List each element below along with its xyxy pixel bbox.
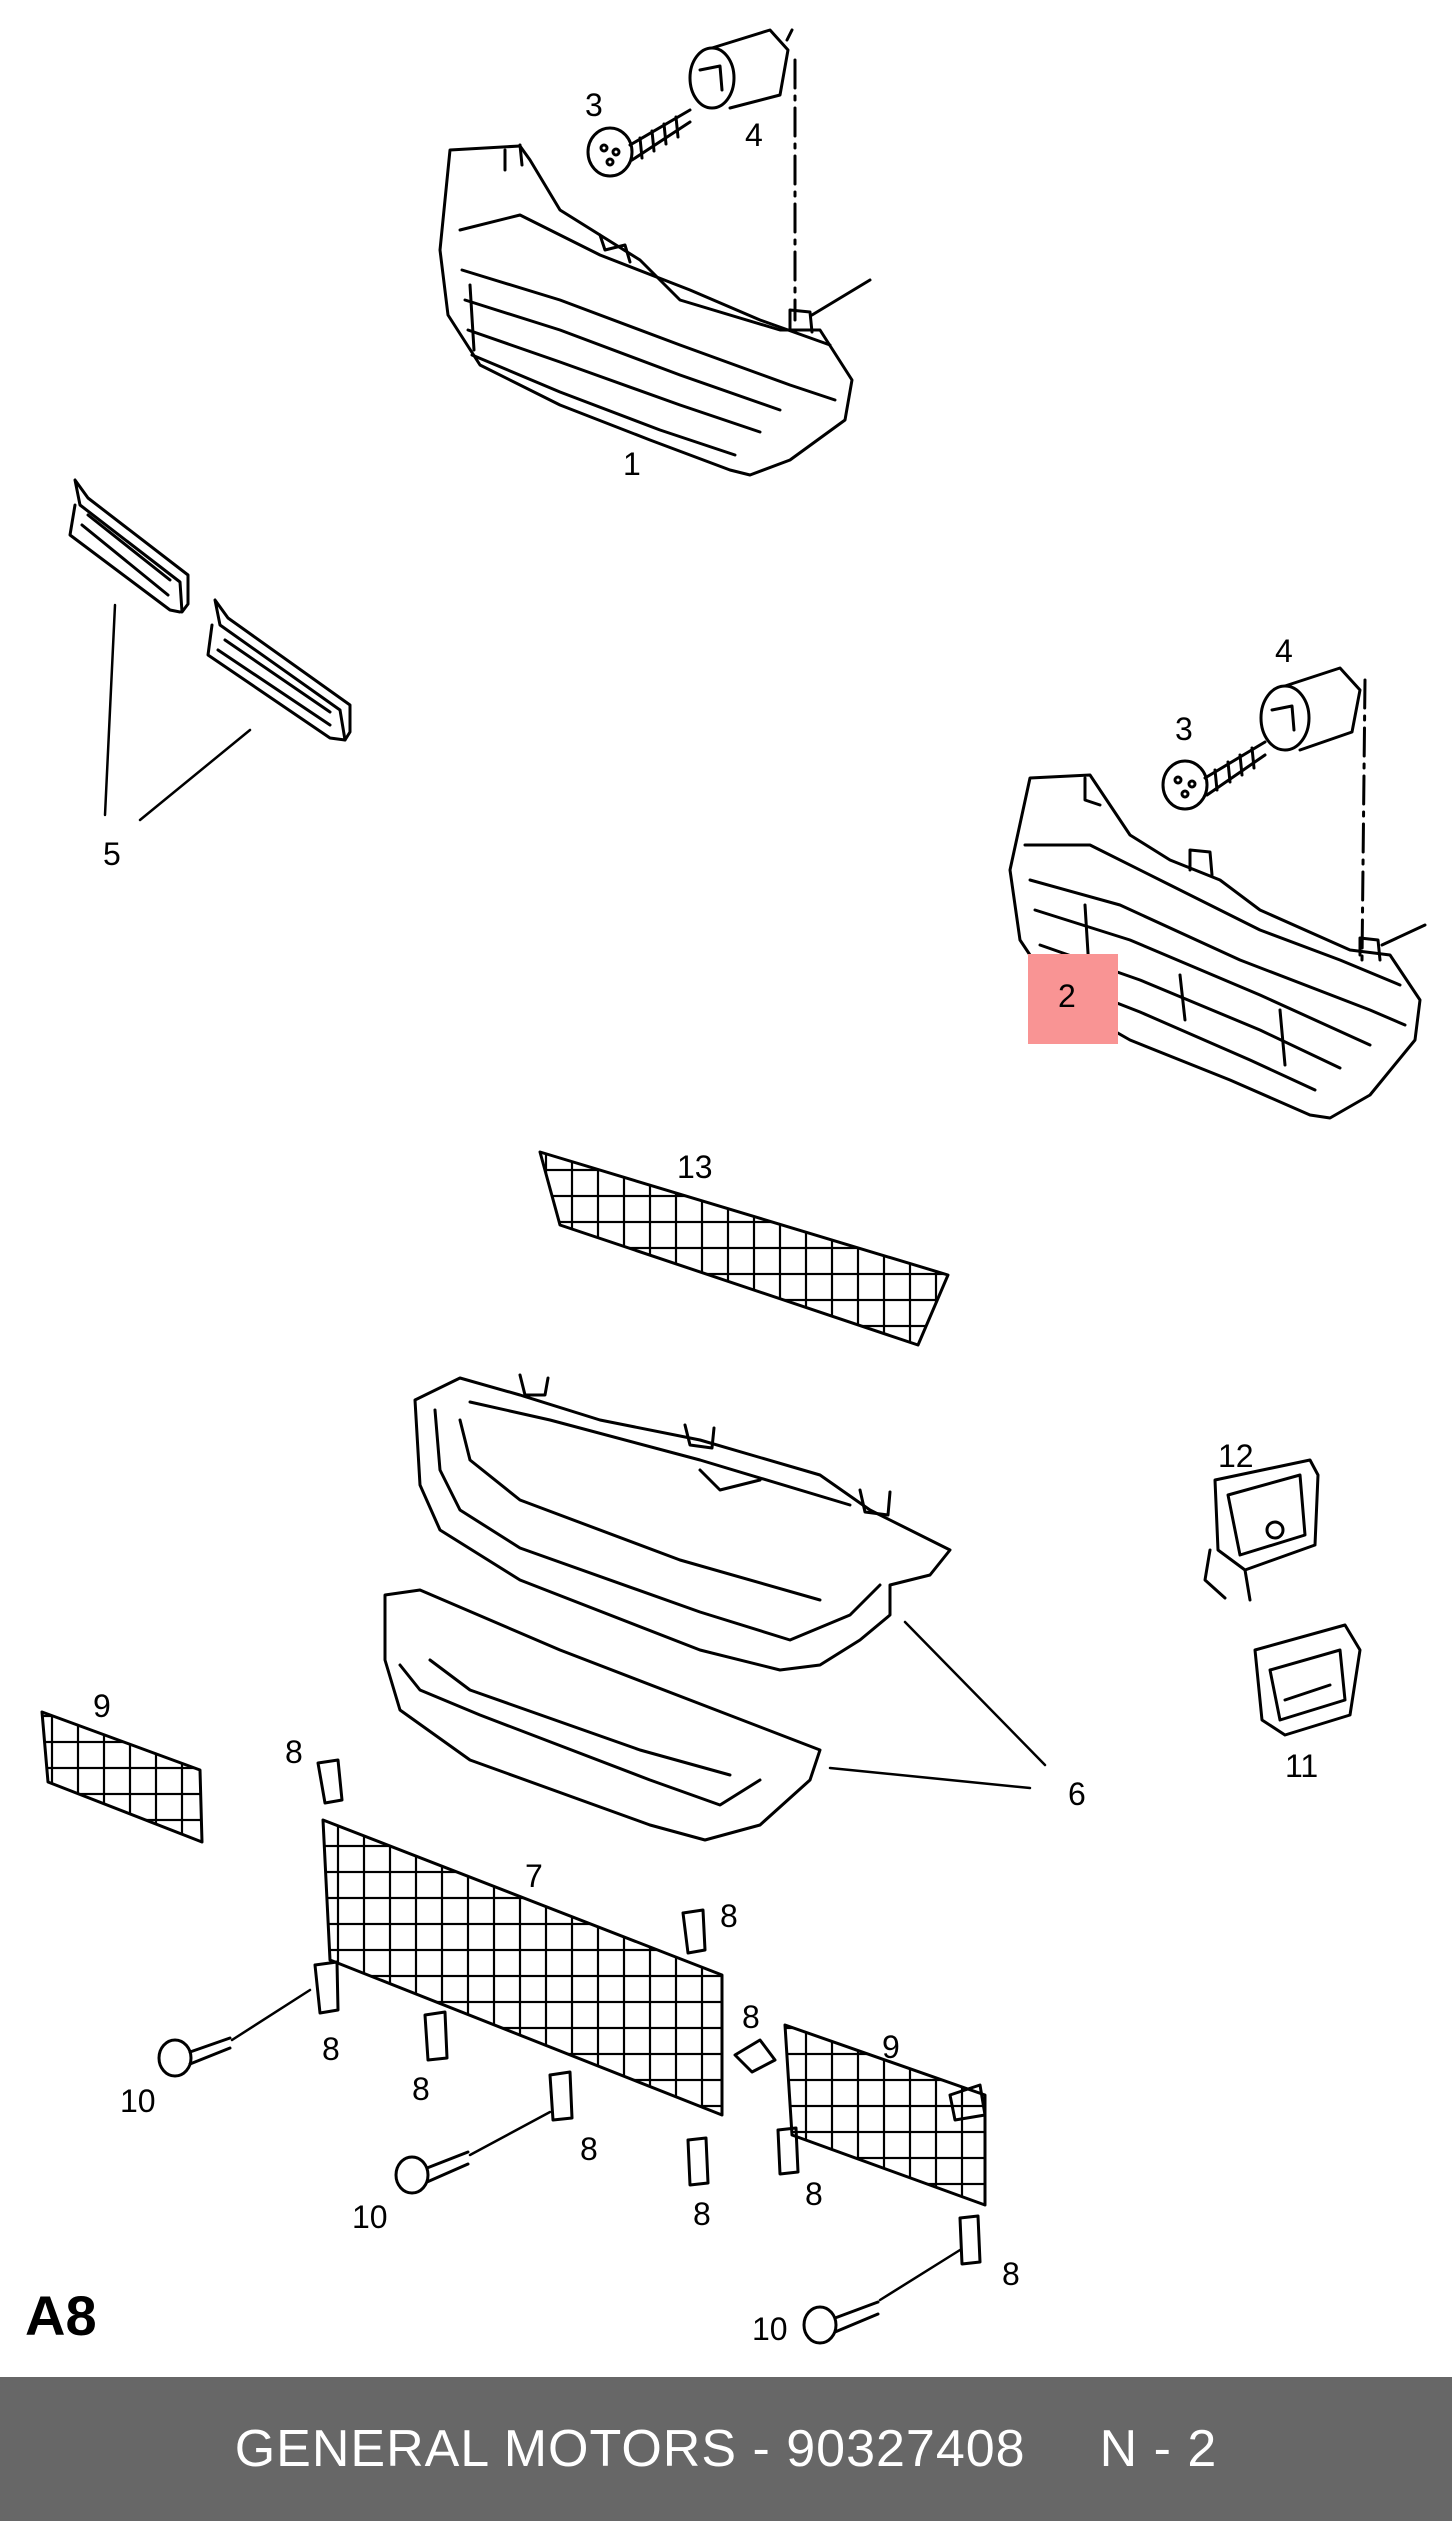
trim-strips: [68, 478, 352, 822]
callout-5: 5: [103, 836, 121, 872]
callout-labels: 1 2 3 4 3 4 5 13 12 11 6 9 9 7 8 8 8 8 8…: [25, 87, 1318, 2347]
callout-10b: 10: [352, 2199, 388, 2235]
section-code: A8: [25, 2284, 97, 2347]
screws-10: [157, 1988, 962, 2345]
mesh-panel-9-right: [783, 2023, 987, 2207]
callout-8a: 8: [285, 1734, 303, 1770]
mesh-panel-7: [321, 1818, 724, 2117]
grille-frame-6: [413, 1373, 952, 1672]
callout-11: 11: [1285, 1748, 1318, 1784]
clips-8: [313, 1758, 987, 2266]
highlight-box: [1028, 954, 1118, 1044]
callout-4a: 4: [745, 117, 763, 153]
lower-grille-6b: [383, 1588, 822, 1842]
callout-10c: 10: [752, 2311, 788, 2347]
clip-11: [1253, 1623, 1362, 1737]
callout-8f: 8: [580, 2131, 598, 2167]
callout-8h: 8: [805, 2176, 823, 2212]
footer-brand-part: GENERAL MOTORS - 90327408: [234, 2420, 1026, 2478]
callout-10a: 10: [120, 2083, 156, 2119]
callout-3b: 3: [1175, 711, 1193, 747]
footer-quantity: N - 2: [1099, 2420, 1218, 2478]
callout-13: 13: [677, 1149, 713, 1185]
callout-4b: 4: [1275, 633, 1293, 669]
callout-7: 7: [525, 1858, 543, 1894]
callout-6: 6: [1068, 1776, 1086, 1812]
callout-8d: 8: [412, 2071, 430, 2107]
mesh-panel-9-left: [40, 1710, 204, 1844]
grille-upper: [438, 143, 872, 477]
callout-8c: 8: [322, 2031, 340, 2067]
callout-8i: 8: [1002, 2256, 1020, 2292]
callout-1: 1: [623, 446, 641, 482]
callout-8b: 8: [720, 1898, 738, 1934]
callout-9a: 9: [93, 1688, 111, 1724]
parts-diagram: 1 2 3 4 3 4 5 13 12 11 6 9 9 7 8 8 8 8 8…: [25, 28, 1427, 2347]
callout-12: 12: [1218, 1438, 1254, 1474]
callout-9b: 9: [882, 2029, 900, 2065]
fastener-upper: [586, 28, 794, 178]
callout-3a: 3: [585, 87, 603, 123]
callout-8e: 8: [742, 1999, 760, 2035]
callout-2: 2: [1058, 978, 1076, 1014]
callout-8g: 8: [693, 2196, 711, 2232]
mesh-panel-13: [538, 1150, 950, 1347]
footer-bar: GENERAL MOTORS - 90327408 N - 2: [0, 2377, 1452, 2521]
fastener-right: [1161, 666, 1362, 811]
clip-12: [1203, 1458, 1320, 1602]
